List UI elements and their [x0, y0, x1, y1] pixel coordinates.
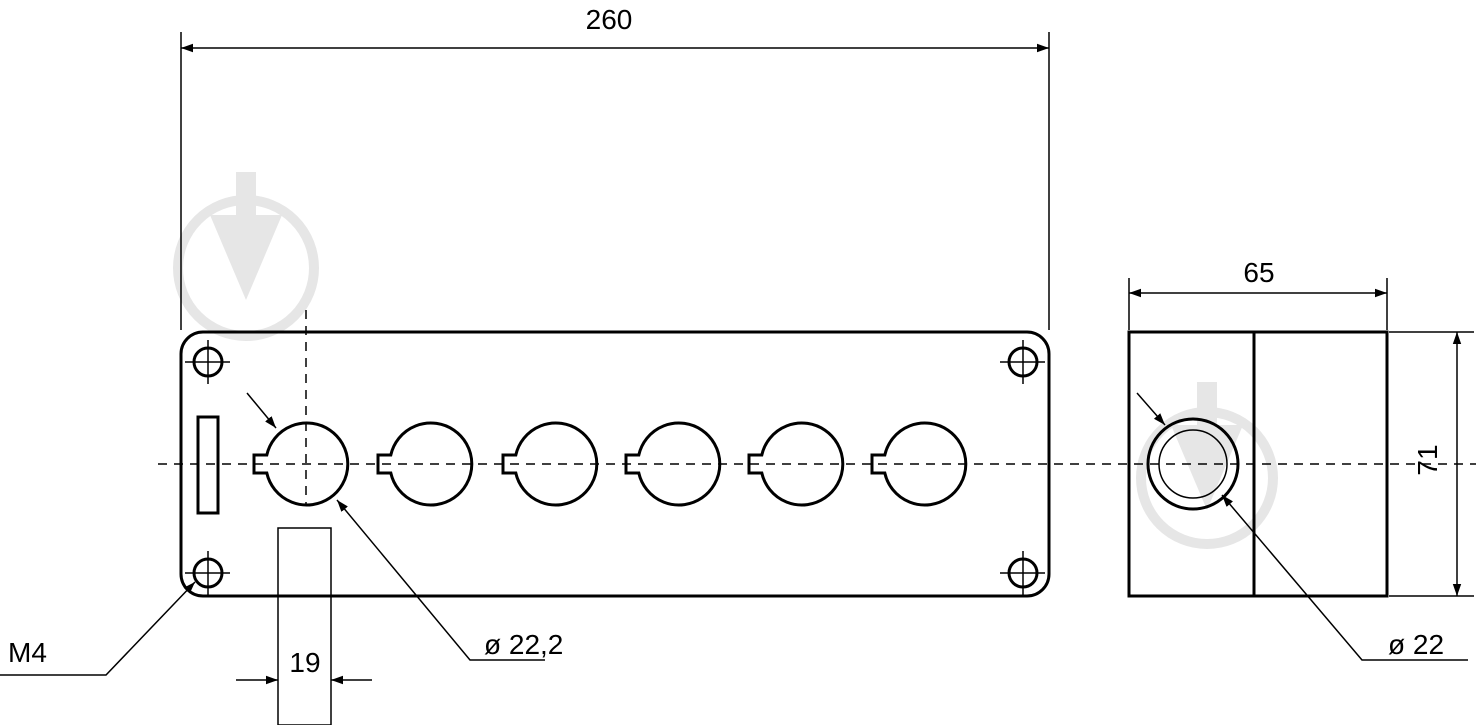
front-view — [179, 310, 1051, 598]
dim-19-label: 19 — [289, 647, 320, 678]
leader-hole-diameter: ø 22,2 — [336, 499, 563, 661]
side-view — [1127, 330, 1389, 598]
screw-top-left — [185, 340, 230, 384]
button-hole-2 — [376, 421, 474, 507]
dim-side-width: 65 — [1128, 257, 1388, 330]
hole-diameter-label: ø 22,2 — [484, 629, 563, 660]
side-button-inner — [1158, 429, 1228, 499]
dim-71-label: 71 — [1412, 444, 1443, 475]
leader-m4: M4 — [0, 392, 277, 676]
button-hole-5 — [747, 421, 845, 507]
dim-overall-length: 260 — [180, 4, 1050, 330]
dim-260-label: 260 — [586, 4, 633, 35]
front-body-outline — [179, 330, 1051, 598]
side-diameter-label: ø 22 — [1388, 629, 1444, 660]
dim-hole-spacing: 19 — [236, 527, 372, 725]
label-slot — [196, 415, 220, 515]
button-hole-4 — [624, 421, 722, 507]
screw-bottom-left — [185, 551, 230, 597]
button-hole-3 — [501, 421, 599, 507]
watermark-left — [173, 172, 319, 341]
leader-side-diameter: ø 22 — [1136, 392, 1468, 661]
side-body-outline — [1127, 330, 1389, 598]
dim-65-label: 65 — [1243, 257, 1274, 288]
screw-bottom-right — [1000, 551, 1045, 597]
m4-label: M4 — [8, 637, 47, 668]
side-button-outer — [1146, 417, 1240, 511]
button-hole-1 — [252, 421, 350, 507]
watermark-right — [1136, 382, 1278, 549]
dim-height: 71 — [1389, 331, 1474, 597]
screw-top-right — [1000, 340, 1045, 384]
button-hole-6 — [870, 421, 968, 507]
